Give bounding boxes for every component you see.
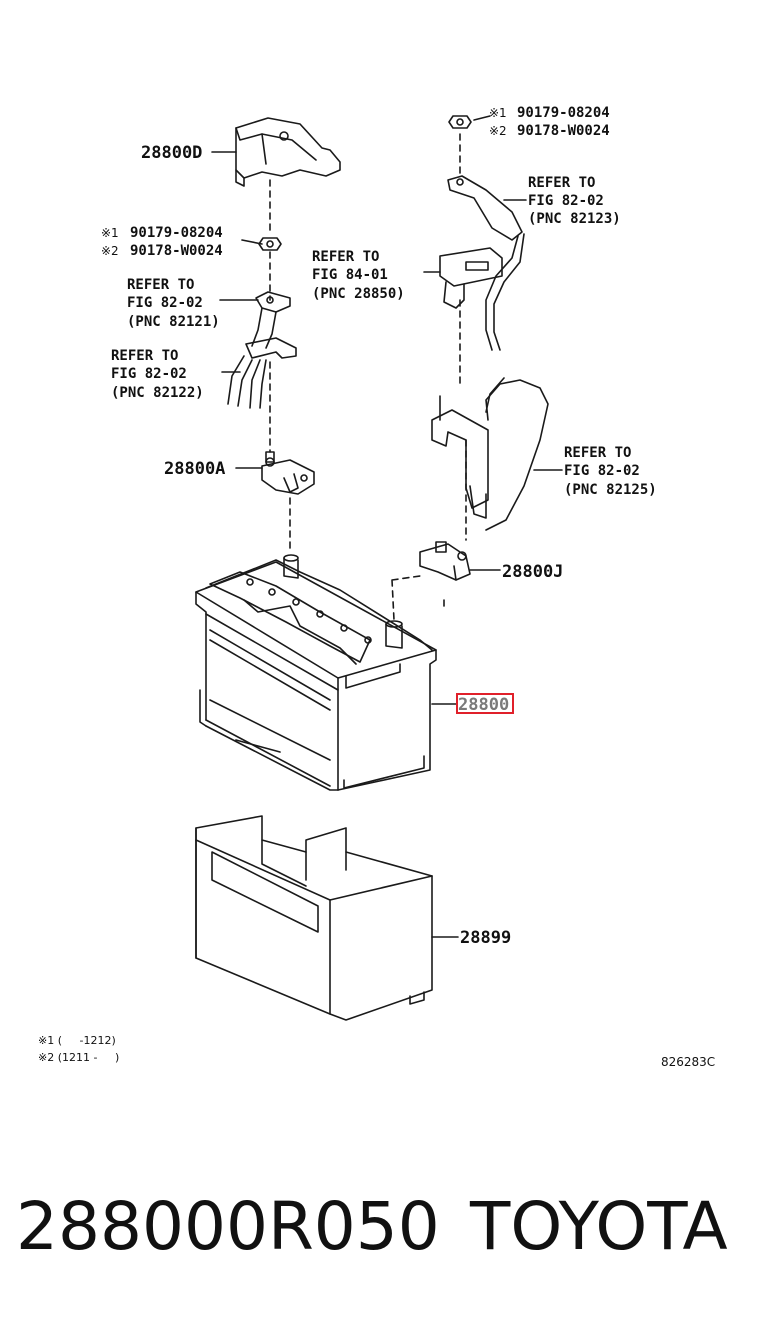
leader-nut-left	[241, 239, 263, 245]
nut-right-mark-2: ※2	[489, 124, 507, 138]
cable-terminal-82121-drawing	[251, 291, 291, 349]
cable-82123-drawing	[447, 175, 525, 351]
clamp-neg-callout: 28800A	[164, 459, 225, 479]
cable-82125-drawing	[431, 377, 549, 531]
ref-82123-line-2: FIG 82-02	[528, 193, 604, 209]
dash-battery-pos	[391, 575, 445, 621]
leader-nut-right	[473, 115, 491, 121]
ref-82125-line-3: (PNC 82125)	[564, 482, 657, 498]
cover-callout: 28800D	[141, 143, 202, 163]
ref-82123-line-3: (PNC 82123)	[528, 211, 621, 227]
sensor-28850-drawing	[439, 247, 503, 309]
clamp-negative-drawing	[261, 451, 315, 495]
footer-caption: 288000R050 TOYOTA	[0, 1188, 760, 1288]
battery-callout: 28800	[458, 695, 509, 715]
nut-left-code-2: 90178-W0024	[130, 243, 223, 259]
ref-28850-line-2: FIG 84-01	[312, 267, 388, 283]
ref-28850-line-3: (PNC 28850)	[312, 286, 405, 302]
ref-82122-line-2: FIG 82-02	[111, 366, 187, 382]
cable-82122-drawing	[227, 337, 297, 409]
brand-name: TOYOTA	[470, 1188, 728, 1265]
note-2: ※2 (1211 - )	[38, 1051, 119, 1064]
nut-right-code-1: 90179-08204	[517, 105, 610, 121]
ref-28850-line-1: REFER TO	[312, 249, 379, 265]
tray-callout: 28899	[460, 928, 511, 948]
part-number: 288000R050	[16, 1188, 440, 1265]
clamp-pos-callout: 28800J	[502, 562, 563, 582]
ref-82125-line-2: FIG 82-02	[564, 463, 640, 479]
note-1: ※1 ( -1212)	[38, 1034, 116, 1047]
clamp-positive-drawing	[419, 541, 471, 581]
ref-82122-line-3: (PNC 82122)	[111, 385, 204, 401]
ref-82122-line-1: REFER TO	[111, 348, 178, 364]
battery-callout-highlight	[456, 693, 514, 714]
terminal-cover-drawing	[235, 117, 341, 187]
ref-82121-line-2: FIG 82-02	[127, 295, 203, 311]
nut-left-mark-2: ※2	[101, 244, 119, 258]
ref-82125-line-1: REFER TO	[564, 445, 631, 461]
nut-right-mark-1: ※1	[489, 106, 507, 120]
nut-left-mark-1: ※1	[101, 226, 119, 240]
nut-left-code-1: 90179-08204	[130, 225, 223, 241]
diagram-code: 826283C	[661, 1055, 715, 1069]
ref-82123-line-1: REFER TO	[528, 175, 595, 191]
tray-drawing	[195, 815, 433, 1021]
nut-right-drawing	[448, 115, 472, 129]
ref-82121-line-1: REFER TO	[127, 277, 194, 293]
battery-drawing	[195, 554, 437, 791]
ref-82121-line-3: (PNC 82121)	[127, 314, 220, 330]
nut-right-code-2: 90178-W0024	[517, 123, 610, 139]
